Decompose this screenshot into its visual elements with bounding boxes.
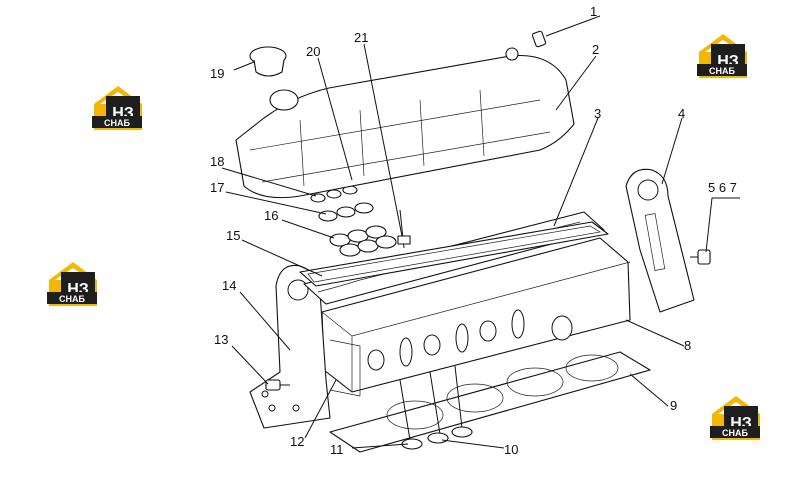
valve-cover	[235, 47, 575, 199]
leader-lines	[221, 15, 740, 449]
svg-text:СНАБ: СНАБ	[722, 428, 748, 438]
svg-text:СНАБ: СНАБ	[59, 294, 85, 304]
watermark-logo: НЗ СНАБ	[710, 396, 760, 440]
svg-text:СНАБ: СНАБ	[104, 118, 130, 128]
watermark-logo: НЗ СНАБ	[92, 86, 142, 130]
callout-13: 13	[214, 332, 228, 347]
callout-15: 15	[226, 228, 240, 243]
callout-9: 9	[670, 398, 677, 413]
callout-14: 14	[222, 278, 236, 293]
callout-1: 1	[590, 4, 597, 19]
callout-12: 12	[290, 434, 304, 449]
watermark-logo: НЗ СНАБ	[697, 34, 747, 78]
bolt-1	[531, 30, 547, 48]
pins-20-21	[397, 209, 411, 249]
oil-filler-cap	[249, 46, 287, 77]
head-gasket-lower	[329, 351, 651, 453]
callout-20: 20	[306, 44, 320, 59]
bolt-13	[265, 379, 290, 391]
callout-5-6-7: 5 6 7	[708, 180, 737, 195]
bolt-567	[690, 249, 711, 265]
callout-8: 8	[684, 338, 691, 353]
valve-springs	[329, 225, 397, 257]
lifting-bracket-rear	[625, 168, 695, 313]
callout-21: 21	[354, 30, 368, 45]
callout-4: 4	[678, 106, 685, 121]
callout-3: 3	[594, 106, 601, 121]
valves	[399, 365, 473, 450]
callout-18: 18	[210, 154, 224, 169]
valve-cover-gasket	[299, 221, 609, 287]
callout-17: 17	[210, 180, 224, 195]
callout-16: 16	[264, 208, 278, 223]
valve-retainers	[318, 202, 374, 222]
callout-11: 11	[330, 442, 344, 457]
watermark-logo: НЗ СНАБ	[47, 262, 97, 306]
callout-2: 2	[592, 42, 599, 57]
callout-19: 19	[210, 66, 224, 81]
callout-10: 10	[504, 442, 518, 457]
svg-text:СНАБ: СНАБ	[709, 66, 735, 76]
